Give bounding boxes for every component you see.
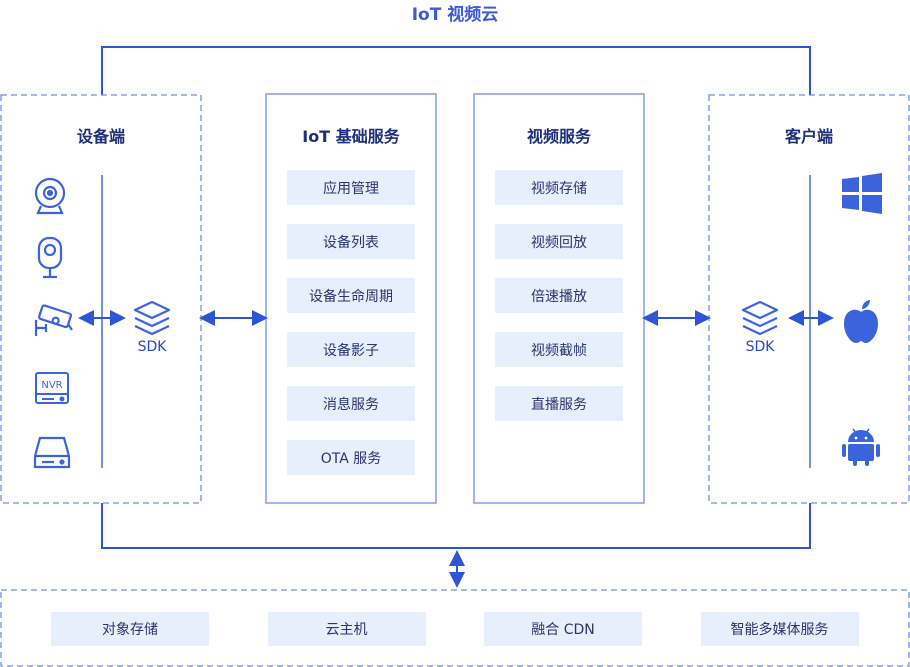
video-service-item: 倍速播放 <box>495 278 623 313</box>
sdk-layers-icon <box>133 300 171 336</box>
iot-panel-frame <box>265 93 437 504</box>
iot-service-item: 设备生命周期 <box>287 278 415 313</box>
video-service-item: 视频截帧 <box>495 332 623 367</box>
surveillance-camera-icon <box>34 304 73 336</box>
iot-service-item: 消息服务 <box>287 386 415 421</box>
client-panel-heading: 客户端 <box>784 127 833 146</box>
iot-service-item: OTA 服务 <box>287 440 415 475</box>
cloud-boundary-bottom <box>101 503 811 549</box>
infrastructure-item: 对象存储 <box>51 612 209 646</box>
infrastructure-item: 云主机 <box>267 612 426 646</box>
iot-panel-heading: IoT 基础服务 <box>302 127 400 146</box>
windows-icon <box>842 173 882 214</box>
infrastructure-item: 融合 CDN <box>484 612 642 646</box>
apple-icon <box>844 300 878 343</box>
device-panel-heading: 设备端 <box>76 127 125 146</box>
indoor-camera-icon <box>37 236 63 279</box>
android-icon <box>842 428 880 466</box>
iot-service-item: 应用管理 <box>287 170 415 205</box>
iot-service-item: 设备列表 <box>287 224 415 259</box>
client-sdk-label: SDK <box>745 339 775 355</box>
diagram-title: IoT 视频云 <box>411 5 499 25</box>
webcam-icon <box>34 177 66 215</box>
nvr-icon <box>35 372 69 404</box>
cloud-boundary-top <box>101 46 811 95</box>
video-service-item: 直播服务 <box>495 386 623 421</box>
video-panel-frame <box>473 93 645 504</box>
infrastructure-frame <box>0 589 910 667</box>
video-panel-heading: 视频服务 <box>526 127 591 146</box>
sdk-layers-icon <box>741 300 779 336</box>
client-panel-frame <box>708 94 910 504</box>
storage-device-icon <box>33 436 71 469</box>
video-service-item: 视频回放 <box>495 224 623 259</box>
video-service-item: 视频存储 <box>495 170 623 205</box>
iot-service-item: 设备影子 <box>287 332 415 367</box>
device-panel-frame <box>0 94 202 504</box>
infrastructure-item: 智能多媒体服务 <box>700 612 859 646</box>
device-sdk-label: SDK <box>137 339 167 355</box>
nvr-label: NVR <box>41 380 62 391</box>
